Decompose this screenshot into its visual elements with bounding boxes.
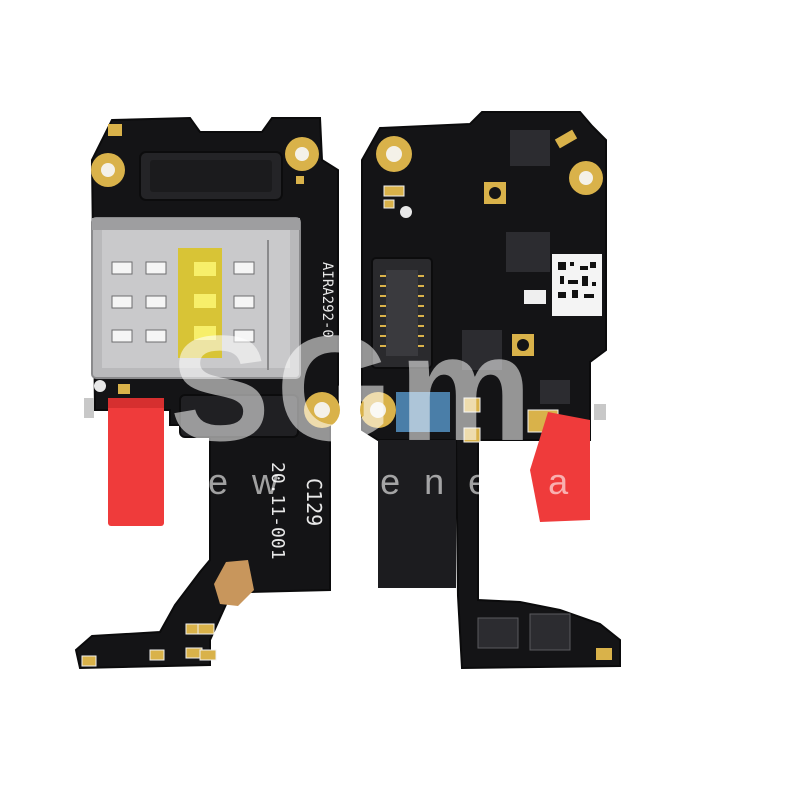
left-mount-hole-br xyxy=(304,392,340,428)
antenna-connector-mid xyxy=(512,334,534,356)
ic-cluster xyxy=(462,130,570,404)
board-to-board-connector xyxy=(371,257,433,369)
smd-pads-left xyxy=(81,623,217,667)
red-tape-left xyxy=(108,398,164,526)
board-label-date: 20.11-001 xyxy=(267,462,288,560)
copper-pad xyxy=(214,560,254,606)
sim-card-reader xyxy=(91,217,301,379)
board-label-c129: C129 xyxy=(302,478,326,526)
smd-cluster-right xyxy=(477,613,571,651)
right-mount-hole-tl xyxy=(376,136,412,172)
left-pcb-board: AIRA292-0 C129 20.11-001 xyxy=(74,116,340,670)
left-mount-hole-tr xyxy=(285,137,319,171)
right-pcb-board xyxy=(360,111,621,670)
blue-film xyxy=(396,392,450,432)
qr-code-sticker xyxy=(552,254,602,316)
right-mount-hole-tr xyxy=(569,161,603,195)
right-mount-hole-bl xyxy=(360,392,396,428)
red-tape-right xyxy=(530,412,590,522)
left-mount-hole-tl xyxy=(91,153,125,187)
watermark: SGm new generation xyxy=(164,304,746,502)
lower-connector xyxy=(179,394,299,438)
watermark-tagline: new generation xyxy=(164,461,746,502)
shield-area xyxy=(378,440,456,588)
part-code: AIRA292-0 xyxy=(319,262,335,338)
watermark-brand: SGm xyxy=(170,304,538,472)
antenna-connector-top xyxy=(484,182,506,204)
